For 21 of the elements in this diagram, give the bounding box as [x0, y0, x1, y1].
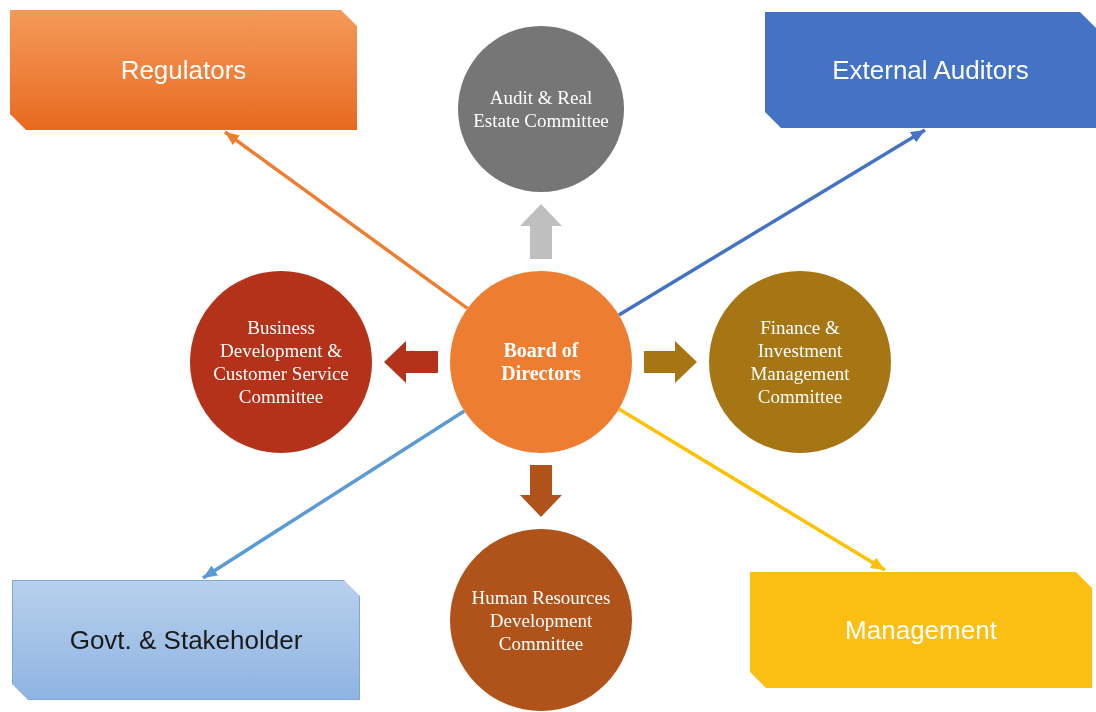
entity-box — [765, 12, 1096, 128]
arrow — [223, 130, 469, 310]
node-label: Management — [845, 613, 997, 647]
node-label: Human Resources Development Committee — [470, 585, 612, 655]
arrow — [618, 128, 926, 317]
node-label: Audit & Real Estate Committee — [472, 86, 610, 132]
block-arrow — [520, 465, 562, 517]
node-label: Finance & Investment Management Committee — [749, 316, 851, 408]
block-arrow — [520, 204, 562, 259]
entity-box — [750, 572, 1092, 688]
entity-box — [10, 10, 357, 130]
node-label: Regulators — [120, 53, 247, 87]
node-label: Board of Directors — [500, 339, 582, 385]
node-label: Govt. & Stakeholder — [69, 623, 303, 657]
entity-box — [12, 580, 360, 700]
arrow — [617, 407, 886, 572]
node-label: Business Development & Customer Service Committee — [212, 316, 350, 408]
block-arrow — [644, 341, 697, 383]
arrow — [202, 409, 466, 580]
node-label: External Auditors — [832, 53, 1029, 87]
block-arrow — [384, 341, 438, 383]
